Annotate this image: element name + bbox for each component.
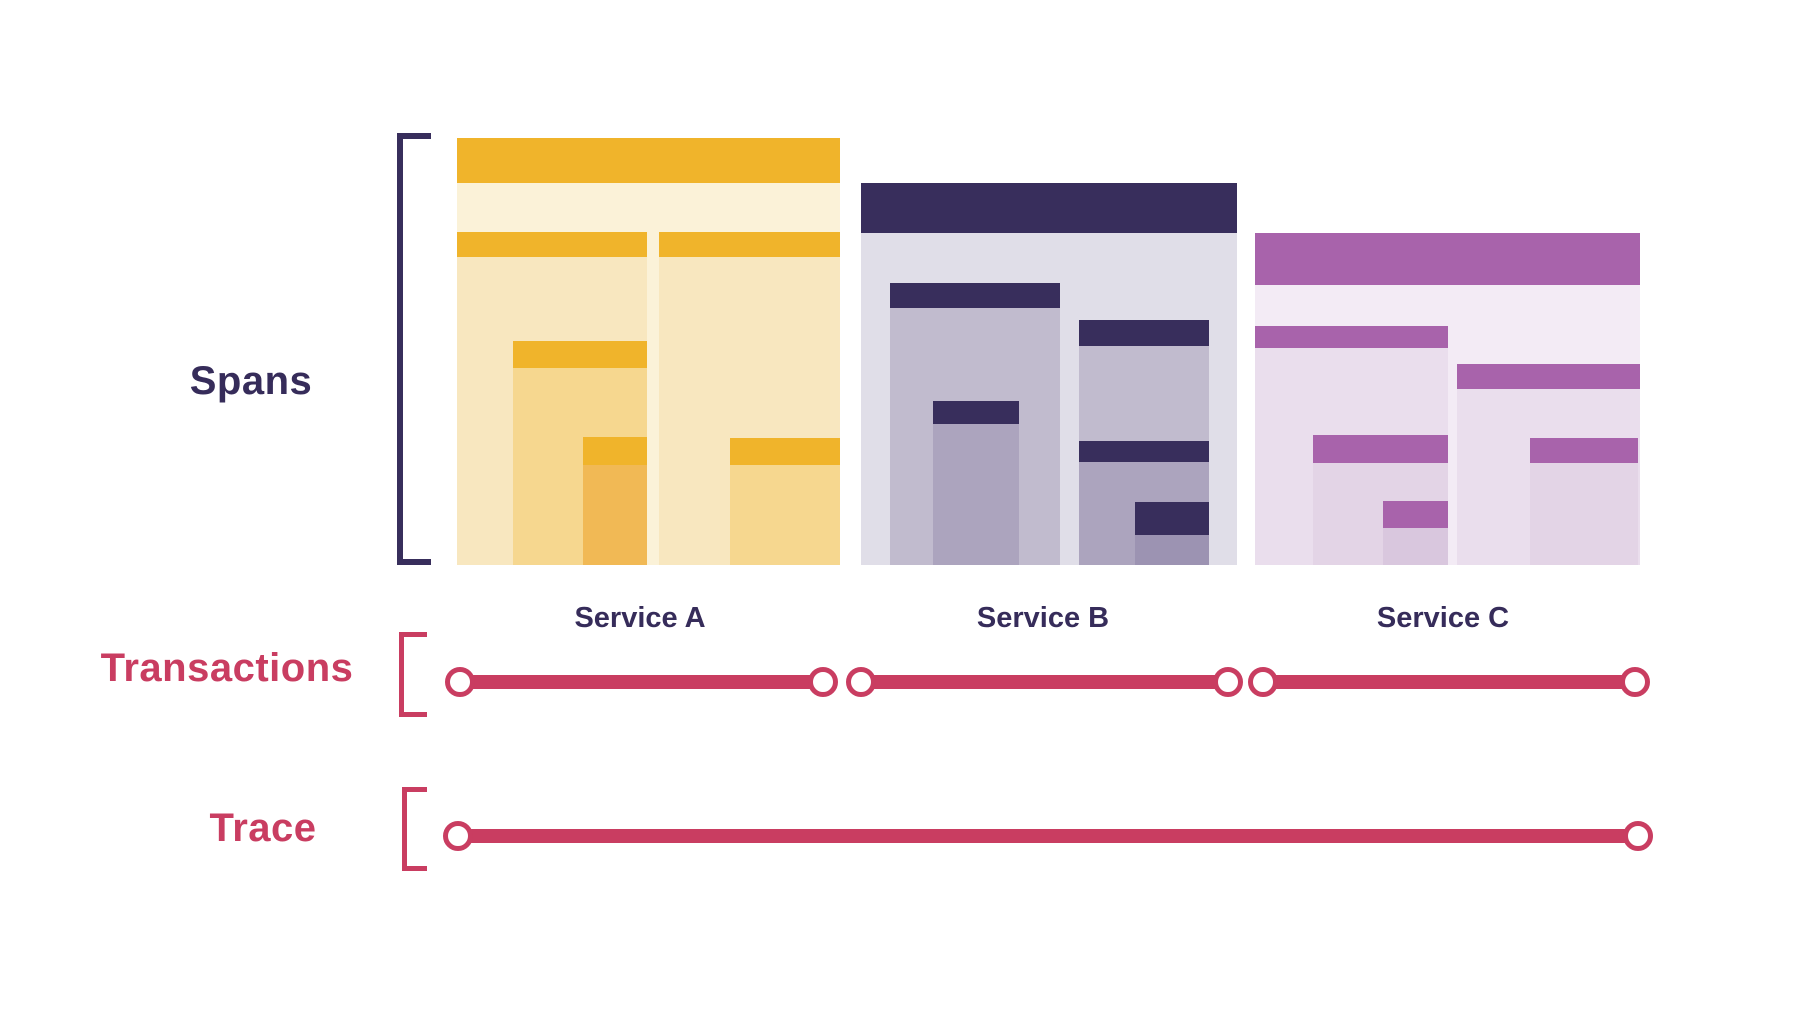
service-a-label: Service A [574,602,706,634]
service-b-child-2-bar-span-bar [1079,320,1209,346]
service-c-grandchild-2-bar-span-bar [1530,438,1638,463]
service-b-grandchild-1-body [933,424,1019,565]
trace-endpoint-circle-1-end [1623,821,1653,851]
trace-line-1 [458,829,1638,843]
transactions-section-label: Transactions [100,646,354,690]
service-c-child-2-bar-span-bar [1457,364,1640,389]
transaction-endpoint-circle-1-end [808,667,838,697]
service-c-root-bar-span-bar [1255,233,1640,285]
service-a-grandchild-2-bar-span-bar [730,438,840,465]
service-c-child-1-bar-span-bar [1255,326,1448,348]
service-a-grandchild-1-bar-span-bar [513,341,647,368]
service-c-great-grandchild-body [1383,528,1448,565]
service-a-root-bar-span-bar [457,138,840,183]
service-b-great-grandchild-body [1135,535,1209,565]
transaction-endpoint-circle-2-end [1213,667,1243,697]
service-a-child-2-bar-span-bar [659,232,840,257]
service-c-label: Service C [1376,602,1510,634]
transactions-bracket [399,632,427,717]
transaction-endpoint-circle-3-start [1248,667,1278,697]
service-c-great-grandchild-bar-span-bar [1383,501,1448,528]
service-c-grandchild-2-body [1530,463,1638,565]
service-b-great-grandchild-bar-span-bar [1135,502,1209,535]
service-b-grandchild-1-bar-span-bar [933,401,1019,424]
service-a-great-grandchild-bar-span-bar [583,437,647,465]
service-b-label: Service B [976,602,1110,634]
service-a-great-grandchild-body [583,465,647,565]
trace-bracket [402,787,427,871]
spans-section-label: Spans [189,359,313,403]
service-b-child-1-bar-span-bar [890,283,1060,308]
spans-bracket [397,133,431,565]
service-b-grandchild-2-bar-span-bar [1079,441,1209,462]
transaction-endpoint-circle-2-start [846,667,876,697]
service-c-grandchild-1-bar-span-bar [1313,435,1448,463]
transaction-line-1 [460,675,823,689]
service-b-root-bar-span-bar [861,183,1237,233]
service-a-grandchild-2-body [730,465,840,565]
trace-section-label: Trace [209,806,317,850]
transaction-line-2 [861,675,1228,689]
trace-endpoint-circle-1-start [443,821,473,851]
transaction-endpoint-circle-1-start [445,667,475,697]
transaction-endpoint-circle-3-end [1620,667,1650,697]
transaction-line-3 [1263,675,1635,689]
service-a-child-1-bar-span-bar [457,232,647,257]
